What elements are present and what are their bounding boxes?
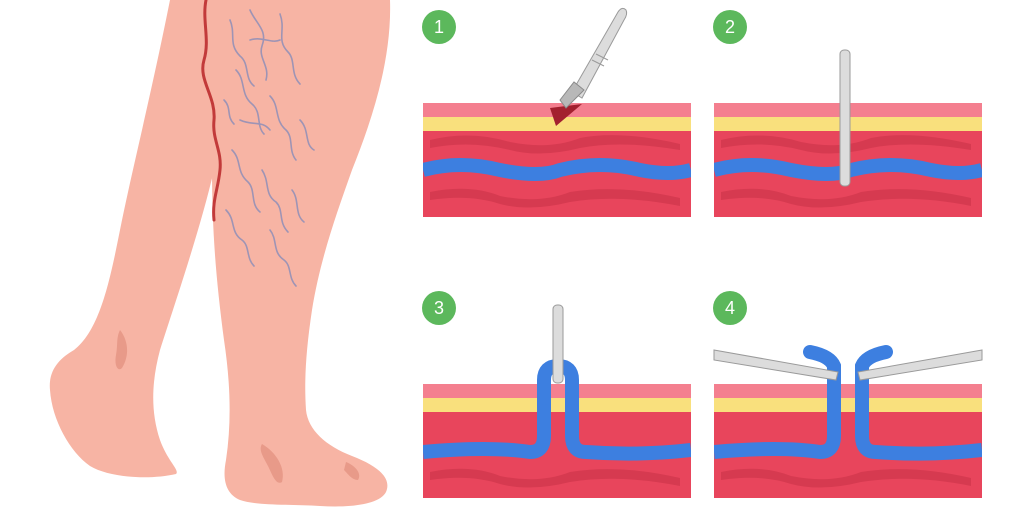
forceps-icon <box>714 350 982 380</box>
step-1-badge: 1 <box>422 10 456 44</box>
fat-layer <box>423 398 691 412</box>
fat-layer <box>714 398 982 412</box>
step-2-badge: 2 <box>713 10 747 44</box>
back-leg <box>50 0 232 477</box>
legs-illustration <box>50 0 390 506</box>
step-4-panel <box>714 350 982 498</box>
scalpel-icon <box>560 8 627 108</box>
step-2-panel <box>714 50 982 217</box>
probe-icon <box>553 305 563 383</box>
step-3-panel <box>423 305 691 498</box>
step-1-panel <box>423 8 691 217</box>
probe-icon <box>840 50 850 186</box>
step-4-badge: 4 <box>713 291 747 325</box>
step-3-badge: 3 <box>422 291 456 325</box>
epidermis-layer <box>423 384 691 398</box>
epidermis-layer <box>714 384 982 398</box>
